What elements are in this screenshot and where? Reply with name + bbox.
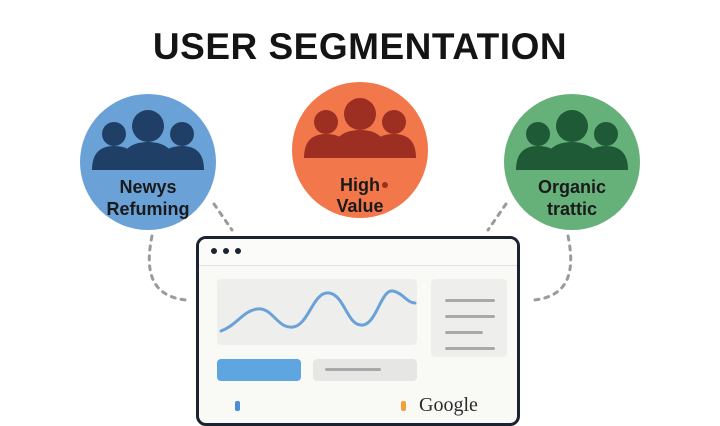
connector-left xyxy=(147,234,188,302)
segment-label-line1: High xyxy=(340,175,380,195)
segment-organic-traffic: Organic trattic xyxy=(504,94,640,230)
connector-right-upper xyxy=(486,202,508,232)
line-chart-panel xyxy=(217,279,417,345)
segment-label-line1: Organic xyxy=(538,177,606,197)
window-dot-icon xyxy=(235,248,241,254)
connector-left-upper xyxy=(212,202,234,232)
page-title: USER SEGMENTATION xyxy=(152,26,568,67)
segment-label-line1: Newys xyxy=(119,177,176,197)
orange-marker-icon xyxy=(401,401,406,411)
segment-label-line2: trattic xyxy=(547,199,597,219)
user-group-icon xyxy=(92,110,204,170)
window-title-bar xyxy=(199,239,517,266)
wave-line-icon xyxy=(219,289,417,333)
accent-dot xyxy=(382,182,388,188)
user-group-icon xyxy=(304,98,416,158)
list-line xyxy=(445,347,495,350)
list-line xyxy=(445,299,495,302)
list-line xyxy=(445,331,483,334)
segment-label-line2: Refuming xyxy=(107,199,190,219)
secondary-button[interactable] xyxy=(313,359,417,381)
side-list-panel xyxy=(431,279,507,357)
google-wordmark: Google xyxy=(419,394,478,416)
segment-newys-refuming: Newys Refuming xyxy=(80,94,216,230)
button-placeholder-line xyxy=(325,368,381,371)
segment-high-value: High Value xyxy=(292,82,428,218)
window-dot-icon xyxy=(223,248,229,254)
blue-marker-icon xyxy=(235,401,240,411)
user-group-icon xyxy=(516,110,628,170)
connector-right xyxy=(532,234,573,302)
segment-label-line2: Value xyxy=(336,196,383,216)
list-line xyxy=(445,315,495,318)
dashboard-window: Google xyxy=(196,236,520,426)
primary-button[interactable] xyxy=(217,359,301,381)
segmentation-diagram: Newys Refuming High Value Organic tratti… xyxy=(80,82,640,302)
window-dot-icon xyxy=(211,248,217,254)
